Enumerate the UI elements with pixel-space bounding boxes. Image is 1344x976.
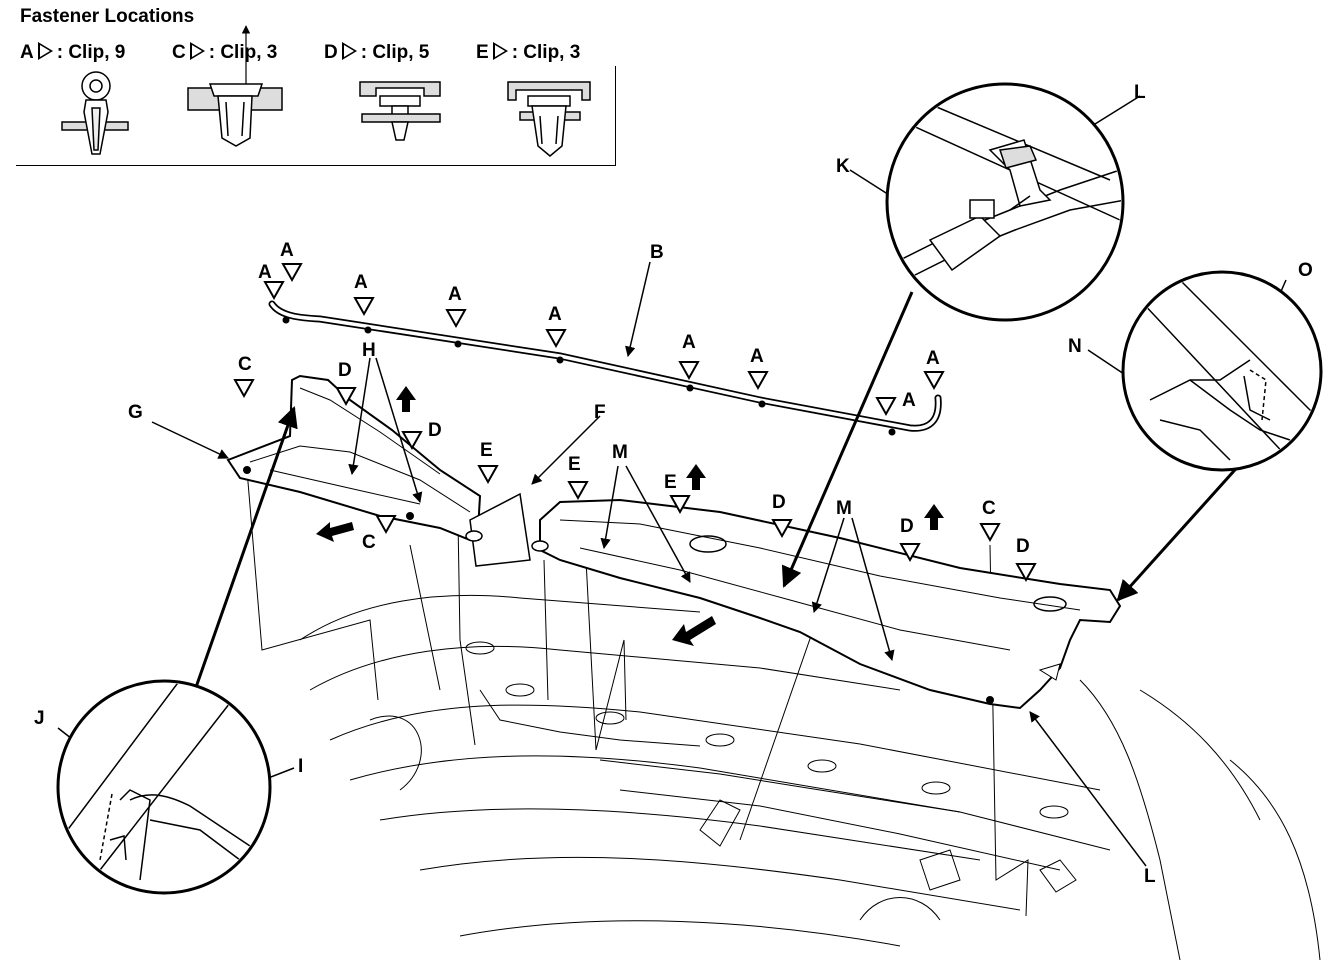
label-l: L (1134, 82, 1146, 103)
detail-connectors (186, 291, 1244, 711)
label-i: I (298, 756, 303, 777)
legend-letter-a: A (20, 42, 34, 63)
label-a: A (682, 332, 696, 353)
label-d: D (338, 360, 352, 381)
label-d: D (428, 420, 442, 441)
clip-d-illustration (359, 81, 441, 141)
label-f: F (594, 402, 606, 423)
legend-item-d: D : Clip, 5 (324, 42, 429, 64)
label-d: D (772, 492, 786, 513)
label-e: E (568, 454, 581, 475)
label-j: J (34, 708, 45, 729)
label-m: M (836, 498, 852, 519)
label-a: A (926, 348, 940, 369)
legend-text-d: : Clip, 5 (360, 42, 430, 63)
triangle-icon (492, 42, 508, 60)
label-c: C (362, 532, 376, 553)
legend-letter-d: D (324, 42, 338, 63)
clip-c-illustration (187, 25, 283, 147)
label-b: B (650, 242, 664, 263)
detail-circle-right (1121, 270, 1323, 472)
triangle-icon (189, 42, 205, 60)
fastener-legend-box (16, 66, 616, 166)
center-bracket-f (465, 492, 549, 567)
label-h: H (362, 340, 376, 361)
label-k: K (836, 156, 850, 177)
label-m: M (612, 442, 628, 463)
detail-circle-top-right (885, 82, 1125, 322)
clip-e-illustration (507, 81, 591, 157)
label-a: A (448, 284, 462, 305)
label-e: E (480, 440, 493, 461)
clip-guide-lines (246, 469, 1029, 917)
right-cowl-cover (539, 498, 1122, 710)
label-a: A (750, 346, 764, 367)
legend-item-c: C : Clip, 3 (172, 42, 277, 64)
legend-item-a: A : Clip, 9 (20, 42, 125, 64)
page-title: Fastener Locations (20, 6, 195, 27)
triangle-icon (37, 42, 53, 60)
label-c: C (982, 498, 996, 519)
label-a: A (354, 272, 368, 293)
direction-arrows (316, 386, 944, 646)
vehicle-body-structure (299, 594, 1321, 961)
label-d: D (900, 516, 914, 537)
label-g: G (128, 402, 143, 423)
washer-tube-b (268, 300, 942, 436)
label-c: C (238, 354, 252, 375)
legend-text-a: : Clip, 9 (56, 42, 126, 63)
legend-letter-c: C (172, 42, 186, 63)
triangle-icon (341, 42, 357, 60)
legend-text-e: : Clip, 3 (511, 42, 581, 63)
legend-letter-e: E (476, 42, 489, 63)
label-o: O (1298, 260, 1313, 281)
legend-text-c: : Clip, 3 (208, 42, 278, 63)
label-n: N (1068, 336, 1082, 357)
label-a: A (902, 390, 916, 411)
clip-a-illustration (61, 71, 129, 155)
label-e: E (664, 472, 677, 493)
label-a: A (258, 262, 272, 283)
detail-circle-left (56, 679, 272, 895)
label-a: A (280, 240, 294, 261)
label-a: A (548, 304, 562, 325)
label-d: D (1016, 536, 1030, 557)
legend-item-e: E : Clip, 3 (476, 42, 580, 64)
callout-labels: A A A A A A A A A B C C C D D D D D E E … (34, 82, 1313, 887)
label-l: L (1144, 866, 1156, 887)
